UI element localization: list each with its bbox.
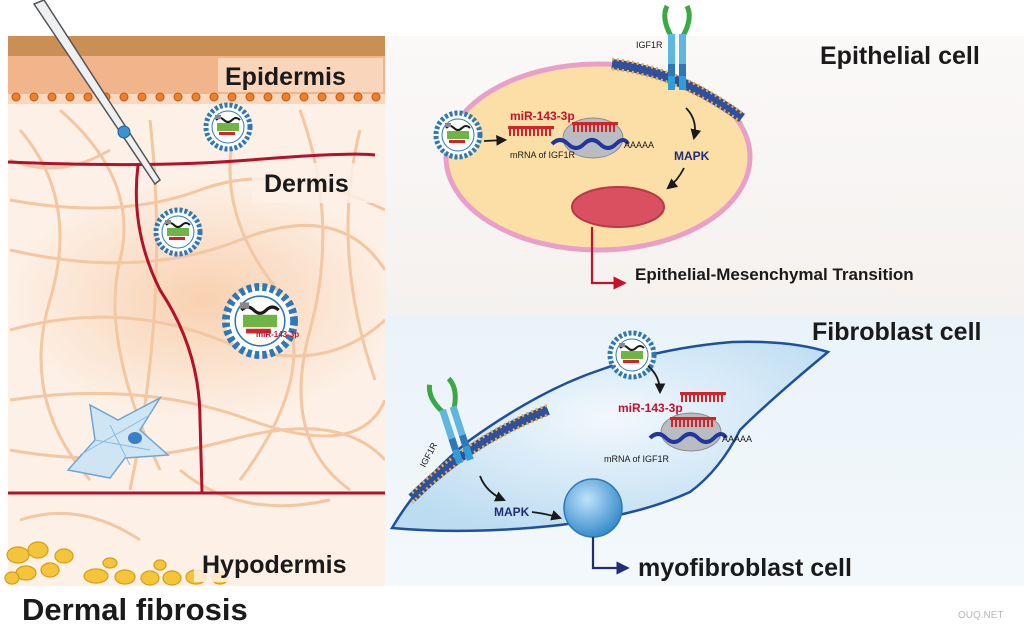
exosome-icon xyxy=(610,333,654,377)
fibroblast-title: Fibroblast cell xyxy=(812,318,981,346)
dermal-fibroblast xyxy=(66,396,170,479)
blood-vessels xyxy=(7,152,385,495)
watermark-text: OUQ.NET xyxy=(958,610,1004,621)
dermis-glow xyxy=(10,180,400,420)
basal-cells xyxy=(11,92,381,102)
fibroblast-mapk-label: MAPK xyxy=(494,505,530,519)
fibroblast-mrna-label: mRNA of IGF1R xyxy=(604,454,670,464)
epithelial-membrane xyxy=(611,57,745,125)
epithelial-mirna-label: miR-143-3p xyxy=(510,109,575,123)
panel-caption: Dermal fibrosis xyxy=(22,592,248,627)
hypodermis-label: Hypodermis xyxy=(202,551,346,579)
epithelial-nucleus xyxy=(571,186,665,228)
needle xyxy=(32,0,161,186)
skin-panel: miR-143-3p Epidermis Dermis Hypodermis xyxy=(4,0,400,586)
fibroblast-polya-label: AAAAA xyxy=(722,434,752,444)
epidermis-label: Epidermis xyxy=(225,63,346,91)
exosome-mirna-label: miR-143-3p xyxy=(256,330,299,339)
dermis-label: Dermis xyxy=(264,170,349,198)
fibroblast-nucleus xyxy=(563,478,623,538)
epithelial-receptor-label: IGF1R xyxy=(636,40,663,50)
mrna-strand-icon xyxy=(648,432,728,444)
exosome-icon xyxy=(436,113,480,157)
fibroblast-panel: Fibroblast cell IGF1R miR-143-3p AAAAA m… xyxy=(385,316,1024,586)
exosome-large-icon xyxy=(226,287,294,355)
epithelial-mapk-label: MAPK xyxy=(674,149,710,163)
exosome-icon xyxy=(206,105,250,149)
epithelial-polya-label: AAAAA xyxy=(624,140,654,150)
epithelial-title: Epithelial cell xyxy=(820,42,980,70)
epithelial-panel: Epithelial cell IGF1R miR-143-3p AAAAA m… xyxy=(385,6,1024,316)
fibroblast-outcome-label: myofibroblast cell xyxy=(638,554,852,582)
mrna-strand-icon xyxy=(550,138,630,150)
stratum-corneum xyxy=(8,36,385,56)
fibroblast-mirna-label: miR-143-3p xyxy=(618,401,683,415)
epithelial-outcome-label: Epithelial-Mesenchymal Transition xyxy=(635,265,914,284)
fibroblast-membrane xyxy=(408,403,550,505)
exosome-icon xyxy=(156,210,200,254)
epithelial-mrna-label: mRNA of IGF1R xyxy=(510,150,576,160)
